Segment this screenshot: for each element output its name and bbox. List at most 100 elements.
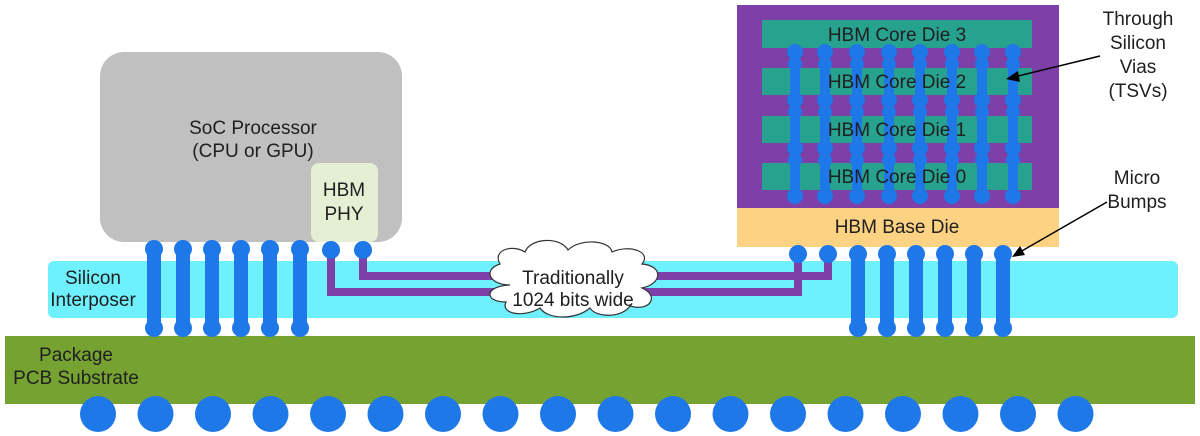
micro-bumps-callout-arrowhead	[1012, 246, 1025, 257]
solder-ball	[1000, 396, 1036, 432]
solder-ball	[655, 396, 691, 432]
tsv-column	[977, 50, 987, 196]
tsv-node	[944, 140, 960, 156]
tsv-node	[788, 105, 802, 119]
tsv-column	[915, 50, 925, 196]
tsv-column	[852, 50, 862, 196]
core-die-2-label: HBM Core Die 2	[828, 72, 966, 93]
tsv-node	[913, 57, 927, 71]
tsv-node	[818, 105, 832, 119]
tsv-node	[881, 188, 897, 204]
tsv-node	[850, 57, 864, 71]
micro-bumps-callout-line2: Bumps	[1107, 192, 1166, 213]
tsv-node	[975, 153, 989, 167]
tsv-node	[912, 44, 928, 60]
tsv-node	[881, 140, 897, 156]
solder-balls	[80, 396, 1094, 432]
tsv-node	[1005, 44, 1021, 60]
phy-micro-bump	[322, 241, 340, 259]
tsv-node	[817, 188, 833, 204]
hbm-bump-pillar	[938, 250, 952, 334]
soc-label-line2: (CPU or GPU)	[192, 141, 313, 162]
base-die-label: HBM Base Die	[835, 217, 960, 238]
hbm-wire-micro-bump	[819, 245, 837, 263]
micro-bumps-callout-line1: Micro	[1114, 168, 1160, 189]
soc-top-bump	[174, 240, 192, 258]
solder-ball	[310, 396, 346, 432]
tsv-node	[944, 44, 960, 60]
hbm-bottom-bump	[994, 319, 1012, 337]
tsv-node	[1006, 153, 1020, 167]
solder-ball	[827, 396, 864, 432]
tsv-node	[974, 92, 990, 108]
hbm-bottom-bump	[878, 319, 896, 337]
tsv-node	[882, 153, 896, 167]
solder-ball	[482, 396, 519, 432]
phy-micro-bump	[354, 241, 372, 259]
solder-ball	[367, 396, 404, 432]
solder-ball	[195, 396, 231, 432]
tsv-column	[884, 50, 894, 196]
tsv-callout-arrow	[1013, 55, 1101, 78]
tsv-node	[944, 92, 960, 108]
hbm-wire-micro-bump	[789, 245, 807, 263]
tsv-column	[1008, 50, 1018, 196]
tsv-node	[818, 57, 832, 71]
hbm-base-die	[737, 208, 1059, 247]
core-die-0-label: HBM Core Die 0	[828, 167, 966, 188]
tsv-node	[787, 44, 803, 60]
solder-ball	[770, 396, 806, 432]
package-label-line2: PCB Substrate	[13, 368, 139, 389]
solder-ball	[712, 396, 749, 432]
tsv-node	[849, 188, 865, 204]
package-label-line1: Package	[39, 345, 113, 366]
hbm-bump-pillar	[851, 250, 865, 334]
soc-bump-pillar	[263, 244, 277, 334]
tsv-node	[882, 57, 896, 71]
solder-ball	[540, 396, 576, 432]
tsv-columns	[787, 44, 1021, 204]
tsv-callout-line2: Silicon	[1110, 33, 1166, 54]
tsv-node	[787, 92, 803, 108]
tsv-node	[912, 140, 928, 156]
hbm-top-bump	[878, 245, 896, 263]
soc-bump-pillar	[147, 244, 161, 334]
soc-top-bump	[203, 240, 221, 258]
hbm-bottom-bump	[907, 319, 925, 337]
tsv-node	[974, 140, 990, 156]
tsv-node	[945, 153, 959, 167]
soc-bump-pillar	[176, 244, 190, 334]
hbm-phy	[311, 163, 378, 242]
bus-width-cloud	[489, 239, 659, 318]
interposer-label-line1: Silicon	[65, 268, 121, 289]
tsv-node	[850, 153, 864, 167]
soc-top-bump	[145, 240, 163, 258]
tsv-node	[912, 188, 928, 204]
hbm-top-bump	[994, 245, 1012, 263]
solder-ball	[942, 396, 979, 432]
tsv-node	[975, 105, 989, 119]
tsv-node	[1005, 92, 1021, 108]
hbm-bottom-bump	[965, 319, 983, 337]
soc-top-bump	[291, 240, 309, 258]
hbm-bump-pillar	[996, 250, 1010, 334]
hbm-top-bump	[907, 245, 925, 263]
micro-bumps	[145, 240, 1012, 337]
tsv-node	[974, 188, 990, 204]
solder-ball	[80, 396, 116, 432]
soc-bump-pillar	[205, 244, 219, 334]
soc-label-line1: SoC Processor	[189, 118, 317, 139]
solder-ball	[252, 396, 289, 432]
soc-bottom-bump	[291, 319, 309, 337]
tsv-node	[817, 92, 833, 108]
tsv-node	[788, 57, 802, 71]
tsv-node	[881, 92, 897, 108]
tsv-callout-line1: Through	[1103, 9, 1174, 30]
tsv-node	[849, 92, 865, 108]
tsv-node	[974, 44, 990, 60]
tsv-node	[849, 140, 865, 156]
micro-bumps-callout-arrow	[1019, 201, 1108, 253]
hbm-bump-pillar	[880, 250, 894, 334]
tsv-node	[1005, 188, 1021, 204]
hbm-bottom-bump	[849, 319, 867, 337]
